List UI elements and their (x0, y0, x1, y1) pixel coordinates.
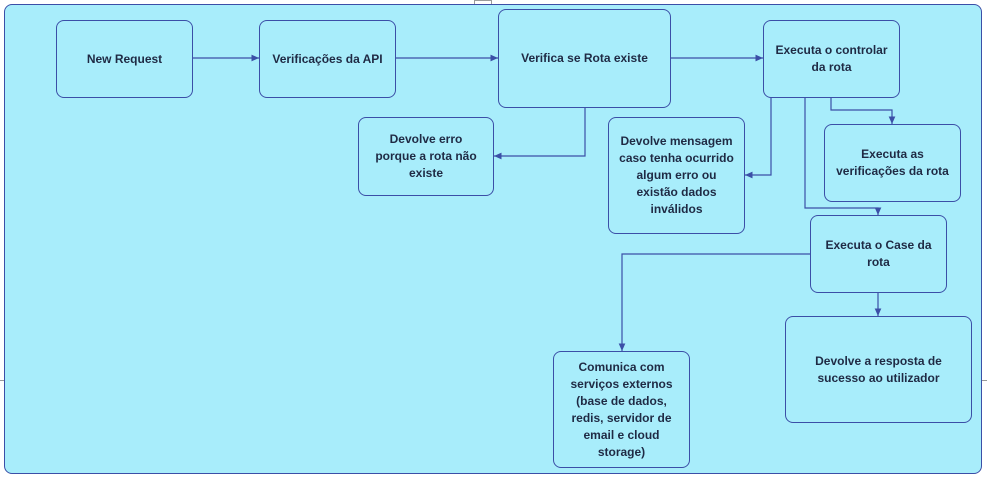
node-comunica-servicos: Comunica com serviços externos (base de … (553, 351, 690, 468)
arrow-controlar-to-devolve-mensagem (745, 98, 772, 179)
node-comunica-servicos-label: Comunica com serviços externos (base de … (570, 359, 673, 459)
right-edge-tick (982, 380, 987, 381)
node-devolve-resposta: Devolve a resposta de sucesso ao utiliza… (785, 316, 972, 423)
node-devolve-mensagem-erro: Devolve mensagem caso tenha ocurrido alg… (608, 117, 745, 234)
node-verificacoes-api-label: Verificações da API (272, 51, 383, 66)
node-devolve-mensagem-erro-label: Devolve mensagem caso tenha ocurrido alg… (619, 134, 734, 216)
node-new-request: New Request (56, 20, 193, 98)
node-executa-controlar: Executa o controlar da rota (763, 20, 900, 98)
node-executa-verificacoes: Executa as verificações da rota (824, 124, 961, 202)
node-executa-controlar-label: Executa o controlar da rota (775, 43, 888, 74)
page-handle (474, 0, 492, 4)
node-devolve-resposta-label: Devolve a resposta de sucesso ao utiliza… (815, 353, 942, 385)
node-verifica-rota-label: Verifica se Rota existe (521, 51, 648, 65)
arrow-controlar-to-executa-verificacoes (830, 98, 896, 124)
node-executa-case-label: Executa o Case da rota (825, 238, 932, 269)
node-devolve-erro-rota: Devolve erro porque a rota não existe (358, 117, 494, 196)
node-devolve-erro-rota-label: Devolve erro porque a rota não existe (375, 132, 477, 180)
node-executa-case: Executa o Case da rota (810, 215, 947, 293)
node-verificacoes-api: Verificações da API (259, 20, 396, 98)
arrow-case-to-comunica-servicos (618, 253, 810, 351)
left-edge-tick (0, 380, 5, 381)
arrow-verifica-rota-to-devolve-erro (494, 108, 586, 160)
node-verifica-rota: Verifica se Rota existe (498, 9, 671, 108)
node-new-request-label: New Request (86, 51, 163, 66)
node-executa-verificacoes-label: Executa as verificações da rota (836, 147, 949, 178)
arrow-controlar-to-executa-case (804, 98, 882, 215)
